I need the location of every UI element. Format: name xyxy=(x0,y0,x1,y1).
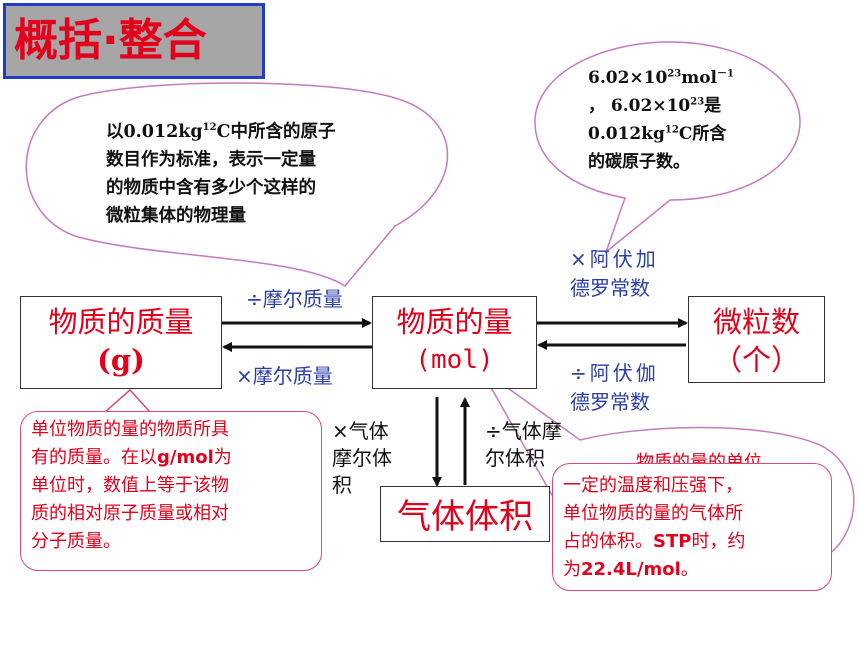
volume-box: 气体体积 xyxy=(380,486,550,542)
label-multiply-gas-molar-volume: ×气体 摩尔体 积 xyxy=(332,419,392,497)
definition-bubble-shape xyxy=(25,82,449,287)
amount-box-unit: (mol) xyxy=(415,345,494,375)
molar-volume-callout: 一定的温度和压强下， 单位物质的量的气体所 占的体积。STP时，约 为22.4L… xyxy=(552,463,832,591)
particles-box-title: 微粒数 xyxy=(712,305,800,339)
avogadro-line-4: 的碳原子数。 xyxy=(588,152,690,172)
definition-line-1: 以0.012kg12C中所含的原子 xyxy=(106,122,336,142)
definition-line-4: 微粒集体的物理量 xyxy=(106,206,246,226)
molar-mass-callout-pointer xyxy=(103,388,152,413)
amount-box-title: 物质的量 xyxy=(396,305,513,339)
definition-bubble-text: 以0.012kg12C中所含的原子 数目作为标准，表示一定量 的物质中含有多少个… xyxy=(106,118,436,230)
slide-title: 概括·整合 xyxy=(3,3,265,79)
avogadro-line-2: ， 6.02×1023是 xyxy=(588,96,722,116)
avogadro-line-3: 0.012kg12C所含 xyxy=(588,124,727,144)
label-multiply-molar-mass: ×摩尔质量 xyxy=(236,364,333,388)
label-divide-avogadro: ÷阿伏伽 德罗常数 xyxy=(570,361,659,414)
mass-box-title: 物质的质量 xyxy=(48,305,194,339)
amount-box: 物质的量 (mol) xyxy=(372,296,537,389)
label-divide-gas-molar-volume: ÷气体摩 尔体积 xyxy=(485,419,562,470)
molar-mass-callout: 单位物质的量的物质所具 有的质量。在以g/mol为 单位时，数值上等于该物 质的… xyxy=(20,411,322,571)
label-multiply-avogadro: ×阿伏加 德罗常数 xyxy=(570,247,659,300)
avogadro-bubble-text: 6.02×1023mol－1 ， 6.02×1023是 0.012kg12C所含… xyxy=(588,64,788,176)
volume-box-label: 气体体积 xyxy=(397,497,533,537)
label-divide-molar-mass: ÷摩尔质量 xyxy=(246,287,343,311)
mass-box: 物质的质量 (g) xyxy=(20,296,222,389)
mass-box-unit: (g) xyxy=(97,343,145,377)
unit-bubble-hidden-text: 物质的量的单位 xyxy=(636,452,762,464)
definition-line-2: 数目作为标准，表示一定量 xyxy=(106,150,316,170)
definition-line-3: 的物质中含有多少个这样的 xyxy=(106,178,316,198)
avogadro-line-1: 6.02×1023mol－1 xyxy=(588,68,734,88)
particles-box: 微粒数 （个） xyxy=(688,296,825,383)
avogadro-bubble-shape xyxy=(534,41,801,255)
particles-box-unit: （个） xyxy=(712,343,800,377)
